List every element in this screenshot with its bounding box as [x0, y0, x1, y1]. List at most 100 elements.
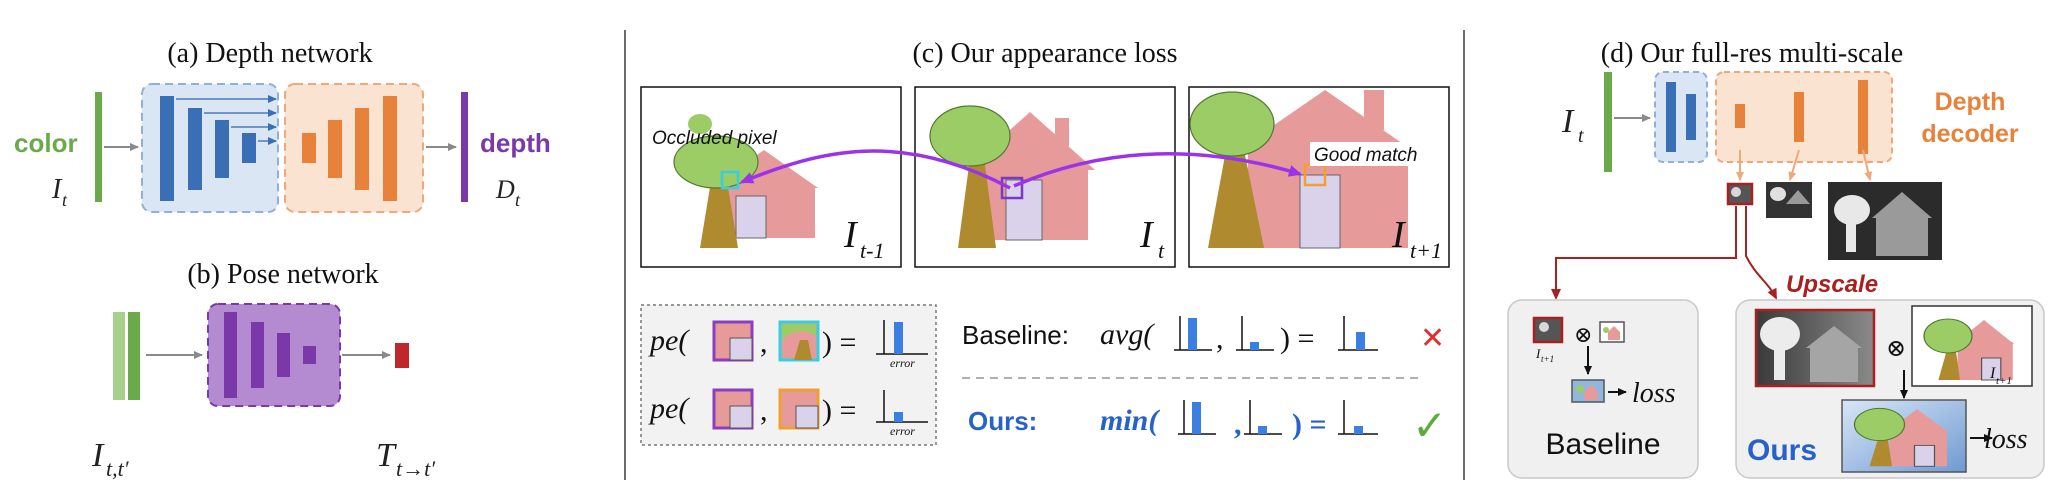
panel-d-title: (d) Our full-res multi-scale [1601, 38, 1903, 69]
frame-sub-t-minus-1: t-1 [860, 238, 884, 263]
baseline-label: Baseline: [962, 320, 1069, 350]
svg-text:,: , [1234, 408, 1242, 441]
input-subscript: t [62, 190, 68, 210]
good-match-label: Good match [1314, 145, 1418, 166]
reference-pixel-box [1000, 176, 1024, 200]
pose-layer-2 [251, 322, 264, 388]
frame-label-t: I [1139, 214, 1155, 256]
scale-arrow-2 [1788, 149, 1800, 181]
encoder-layer-4 [242, 133, 256, 163]
pose-input-subscript: t,t′ [106, 456, 130, 481]
d-input-bar [1604, 72, 1612, 172]
decoder-layer-1 [302, 133, 316, 163]
ours-loss: loss [1984, 424, 2028, 455]
d-decoder-layer-3 [1858, 80, 1868, 154]
panel-b-pose-network: (b) Pose network I t,t′ T t→t′ [91, 259, 436, 481]
encoder-layer-3 [215, 120, 229, 178]
occluded-pixel-box [720, 170, 740, 190]
d-input-symbol: I [1561, 103, 1575, 140]
decoder-label-line1: Depth [1935, 88, 2006, 116]
frame-t-minus-1: Occluded pixel I t-1 [640, 86, 902, 268]
baseline-otimes: ⊗ [1574, 322, 1592, 347]
scale-arrow-3 [1862, 149, 1873, 181]
svg-text:,: , [760, 394, 768, 427]
svg-text:t+1: t+1 [1541, 354, 1554, 364]
svg-text:error: error [890, 356, 915, 370]
panel-b-title: (b) Pose network [187, 259, 378, 290]
arrow-to-good-match [1013, 152, 1302, 188]
decoder-label-line2: decoder [1921, 120, 2019, 148]
pose-output-symbol: T [376, 437, 397, 474]
pose-layer-4 [303, 346, 316, 364]
svg-text:t+1: t+1 [1996, 375, 2012, 387]
ours-title: Ours [1747, 434, 1817, 467]
min-fn: min( [1100, 404, 1160, 437]
depth-output-bar [461, 92, 468, 202]
svg-text:) =: ) = [1280, 322, 1314, 355]
pe-label-1: pe( [648, 324, 690, 357]
cross-icon: ✕ [1420, 322, 1445, 355]
encoder-layer-1 [160, 96, 174, 201]
pe-label-2: pe( [648, 392, 690, 425]
decoder-layer-2 [328, 120, 342, 178]
ours-equation: Ours: min( , ) = ✓ [968, 400, 1447, 449]
encoder-layer-2 [188, 108, 202, 190]
pose-input-symbol: I [91, 437, 105, 474]
pose-output-block [395, 343, 409, 368]
pose-output-subscript: t→t′ [396, 456, 436, 481]
avg-fn: avg( [1100, 318, 1155, 351]
encoder-box [141, 83, 279, 213]
input-symbol: I [51, 174, 63, 205]
pe-row-occluded: pe( , ) = error [648, 320, 928, 370]
baseline-loss: loss [1632, 378, 1676, 409]
svg-text:) =: ) = [822, 326, 856, 359]
d-encoder-box [1654, 71, 1708, 163]
color-label: color [14, 128, 78, 158]
pose-input-bar-2 [128, 312, 140, 400]
baseline-equation: Baseline: avg( , ) = ✕ [962, 316, 1445, 355]
panel-d-multiscale: (d) Our full-res multi-scale I t Depth d… [1507, 38, 2045, 479]
decoder-layer-3 [355, 108, 369, 190]
d-input-subscript: t [1578, 125, 1584, 147]
d-decoder-layer-1 [1735, 104, 1745, 128]
decoder-layer-4 [383, 96, 397, 201]
output-subscript: t [515, 190, 521, 210]
arrow-to-occluded [740, 149, 1011, 190]
d-encoder-layer-1 [1666, 82, 1676, 152]
panel-a-title: (a) Depth network [167, 38, 372, 69]
frame-sub-t: t [1158, 238, 1165, 263]
svg-text:) =: ) = [1292, 408, 1327, 441]
pose-input-bar-1 [113, 312, 125, 400]
output-symbol: D [495, 175, 515, 204]
frame-label-t-minus-1: I [843, 214, 859, 256]
d-encoder-layer-2 [1686, 94, 1696, 140]
panel-c-appearance-loss: (c) Our appearance loss Occluded pixel I… [640, 38, 1450, 449]
ours-otimes: ⊗ [1886, 336, 1906, 362]
svg-text:I: I [1989, 365, 1996, 382]
frame-label-t-plus-1: I [1391, 214, 1407, 256]
ours-label: Ours: [968, 406, 1037, 436]
svg-text:I: I [1535, 346, 1541, 361]
pose-encoder-box [207, 303, 341, 407]
svg-text:error: error [890, 424, 915, 438]
check-icon: ✓ [1412, 402, 1447, 449]
occluded-pixel-label: Occluded pixel [652, 128, 777, 149]
svg-text:,: , [1216, 322, 1224, 355]
color-input-bar [95, 92, 102, 202]
panel-a-depth-network: (a) Depth network color I t depth D t [14, 38, 551, 213]
frame-t-plus-1: Good match I t+1 [1188, 86, 1450, 268]
pose-layer-3 [277, 333, 290, 377]
upscale-label: Upscale [1786, 271, 1878, 298]
frame-sub-t-plus-1: t+1 [1410, 238, 1442, 263]
baseline-title: Baseline [1545, 428, 1660, 461]
d-decoder-layer-2 [1794, 92, 1804, 142]
baseline-route-arrow [1551, 206, 1737, 300]
upscale-arrow [1745, 206, 1777, 300]
depth-label: depth [480, 128, 551, 158]
frame-t: I t [914, 86, 1176, 268]
pose-layer-1 [224, 312, 237, 398]
panel-c-title: (c) Our appearance loss [912, 38, 1177, 69]
svg-text:) =: ) = [822, 394, 856, 427]
svg-text:,: , [760, 326, 768, 359]
